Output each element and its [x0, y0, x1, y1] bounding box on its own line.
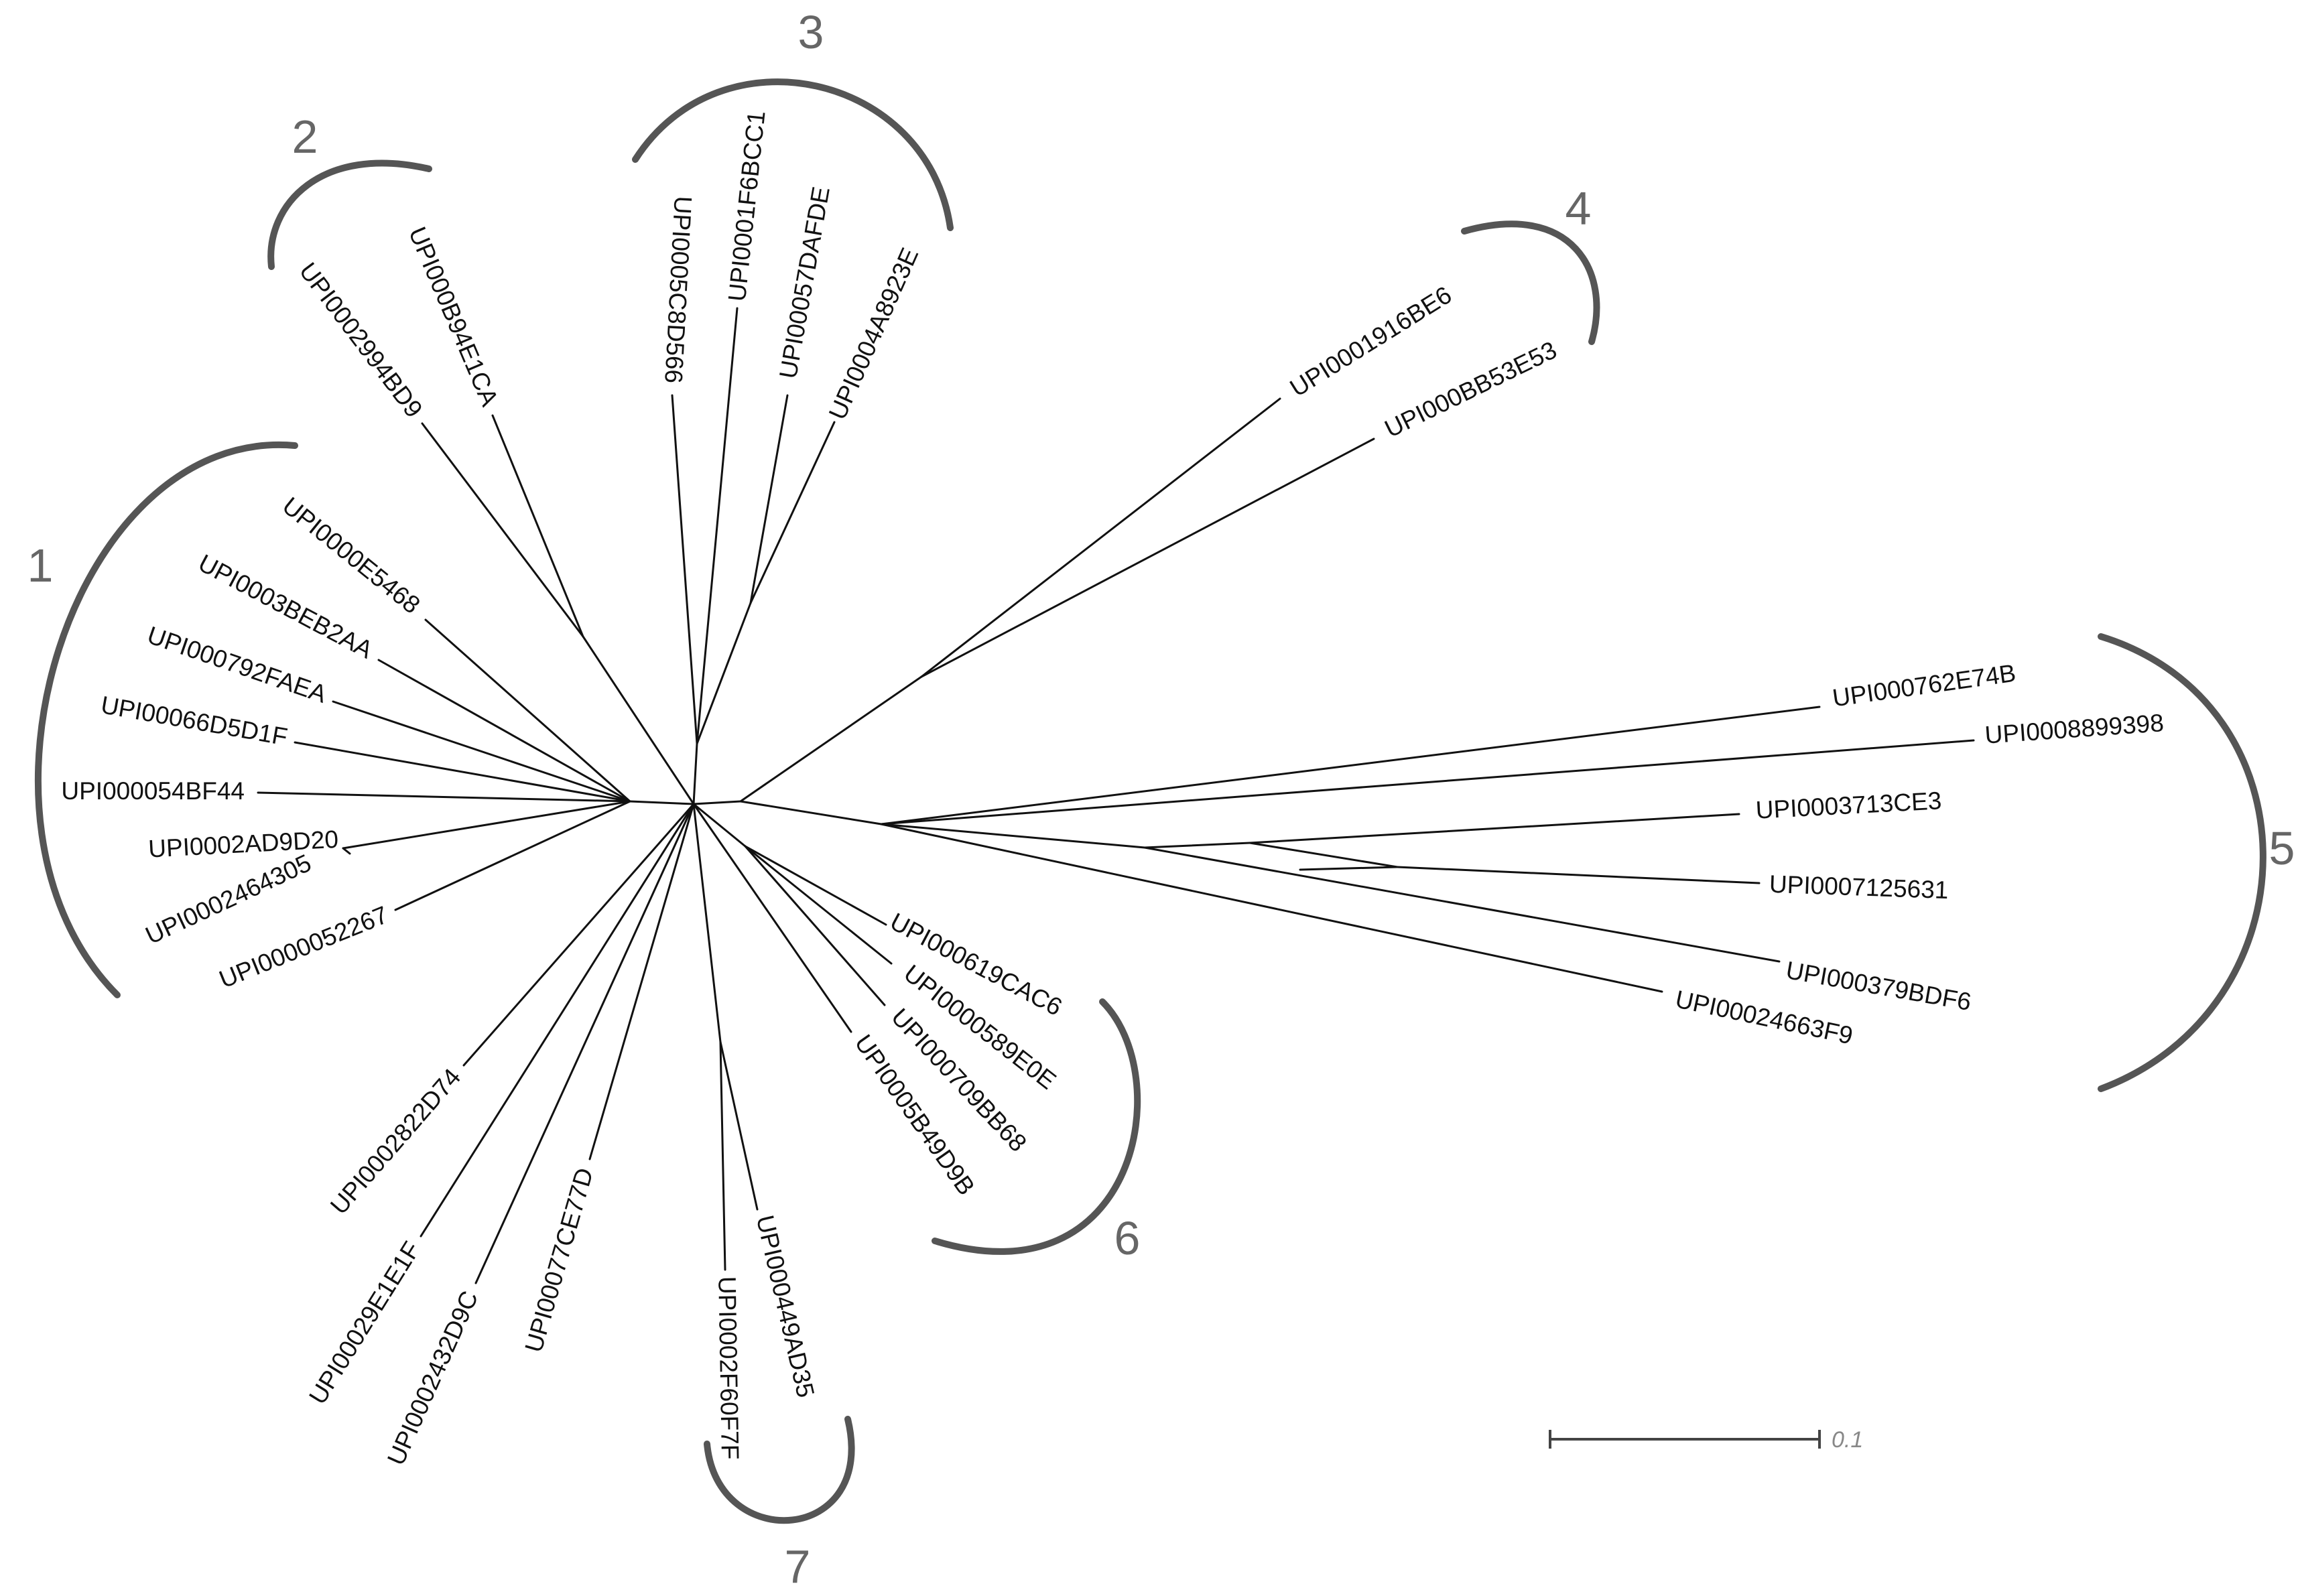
branch	[582, 635, 695, 805]
leaf-label: UPI0000052267	[215, 901, 391, 993]
group-number: 2	[292, 111, 318, 163]
leaf-label: UPI0007125631	[1769, 870, 1949, 904]
branch	[692, 803, 747, 848]
branch	[880, 739, 1975, 825]
branch	[342, 847, 351, 855]
leaf-label: UPI000762E74B	[1831, 659, 2018, 712]
group-number: 3	[798, 6, 824, 58]
branch	[739, 800, 883, 825]
branch	[749, 394, 789, 604]
branch	[744, 845, 893, 965]
group-number: 1	[27, 539, 54, 592]
leaf-label: UPI0002822D74	[325, 1063, 466, 1219]
clade-arc-3	[632, 78, 954, 231]
branch	[342, 800, 631, 850]
branch	[588, 803, 695, 1160]
clade-arcs	[34, 78, 2266, 1524]
branch	[1143, 842, 1251, 849]
clade-arc-7	[704, 1416, 855, 1524]
leaf-label: UPI0002464305	[141, 849, 316, 949]
branch	[462, 803, 695, 1067]
branch	[692, 803, 852, 1033]
branch	[1396, 866, 1761, 884]
branch	[491, 414, 584, 638]
leaf-label: UPI00057DAFDE	[774, 184, 835, 381]
branch	[692, 742, 698, 805]
branch	[1299, 866, 1399, 871]
branch	[1143, 846, 1781, 963]
branch	[920, 438, 1375, 678]
branch	[671, 394, 698, 745]
leaf-label: UPI0005B49D9B	[849, 1030, 980, 1200]
leaf-label: UPI00077CE77D	[519, 1165, 598, 1355]
branch	[294, 741, 631, 803]
branch	[692, 803, 722, 1043]
branch	[377, 659, 631, 803]
branch	[424, 618, 631, 803]
branch	[744, 845, 886, 1006]
leaf-label: UPI0001F6BCC1	[723, 109, 771, 303]
leaf-label: UPI0002F60F7F	[713, 1276, 744, 1460]
leaf-label: UPI000792FAEA	[144, 621, 330, 708]
leaf-label: UPI0003713CE3	[1755, 787, 1942, 823]
branch	[474, 803, 695, 1284]
leaf-label: UPI00024663F9	[1673, 985, 1855, 1049]
branch	[880, 823, 1663, 993]
branch	[744, 845, 887, 926]
group-numbers: 1 2 3 4 5 6 7	[27, 6, 2295, 1593]
leaf-label: UPI000379BDF6	[1784, 956, 1974, 1016]
branch	[749, 421, 836, 604]
branch	[920, 397, 1281, 678]
leaf-labels: UPI0000E5468 UPI0003BEB2AA UPI000792FAEA…	[61, 109, 2165, 1469]
branch	[719, 1041, 726, 1271]
leaf-label: UPI000054BF44	[61, 777, 245, 805]
group-number: 5	[2269, 822, 2295, 874]
group-number: 4	[1565, 182, 1592, 235]
branch	[394, 800, 631, 911]
clade-arc-1	[34, 441, 298, 998]
leaf-label: UPI000BB53E53	[1381, 336, 1561, 442]
branch	[719, 1041, 759, 1211]
leaf-label: UPI0002994BD9	[294, 257, 428, 422]
leaf-label: UPI0002AD9D20	[147, 825, 339, 863]
branch	[880, 823, 1146, 849]
clade-arc-6	[932, 998, 1141, 1255]
leaf-label: UPI00029E1E1F	[304, 1237, 426, 1409]
branch	[696, 307, 739, 745]
group-number: 6	[1114, 1212, 1141, 1264]
leaf-label: UPI0001916BE6	[1285, 281, 1457, 402]
leaf-label: UPI0004A8923E	[824, 244, 924, 424]
branch	[739, 675, 923, 803]
branch	[629, 800, 695, 805]
leaf-label: UPI0005C8D566	[659, 196, 697, 385]
group-number: 7	[785, 1540, 811, 1593]
leaf-label: UPI000B94E1CA	[403, 223, 504, 410]
branch	[420, 803, 695, 1238]
leaf-label: UPI0008899398	[1984, 709, 2165, 749]
clade-arc-4	[1461, 220, 1600, 345]
branch	[1249, 842, 1399, 868]
branch	[880, 706, 1821, 825]
branch	[421, 422, 584, 638]
leaf-label: UPI0002432D9C	[382, 1287, 483, 1469]
branch	[1249, 813, 1740, 844]
branch	[332, 700, 631, 803]
leaf-label: UPI000449AD35	[751, 1213, 820, 1400]
leaf-label: UPI00066D5D1F	[99, 691, 290, 750]
tree-branches	[257, 307, 1975, 1284]
branch	[692, 800, 742, 805]
branch	[696, 602, 752, 745]
clade-arc-5	[2098, 633, 2266, 1092]
scale-bar-label: 0.1	[1832, 1427, 1863, 1453]
scale-bar: 0.1	[1549, 1427, 1863, 1453]
clade-arc-2	[267, 159, 432, 270]
branch	[257, 791, 631, 803]
